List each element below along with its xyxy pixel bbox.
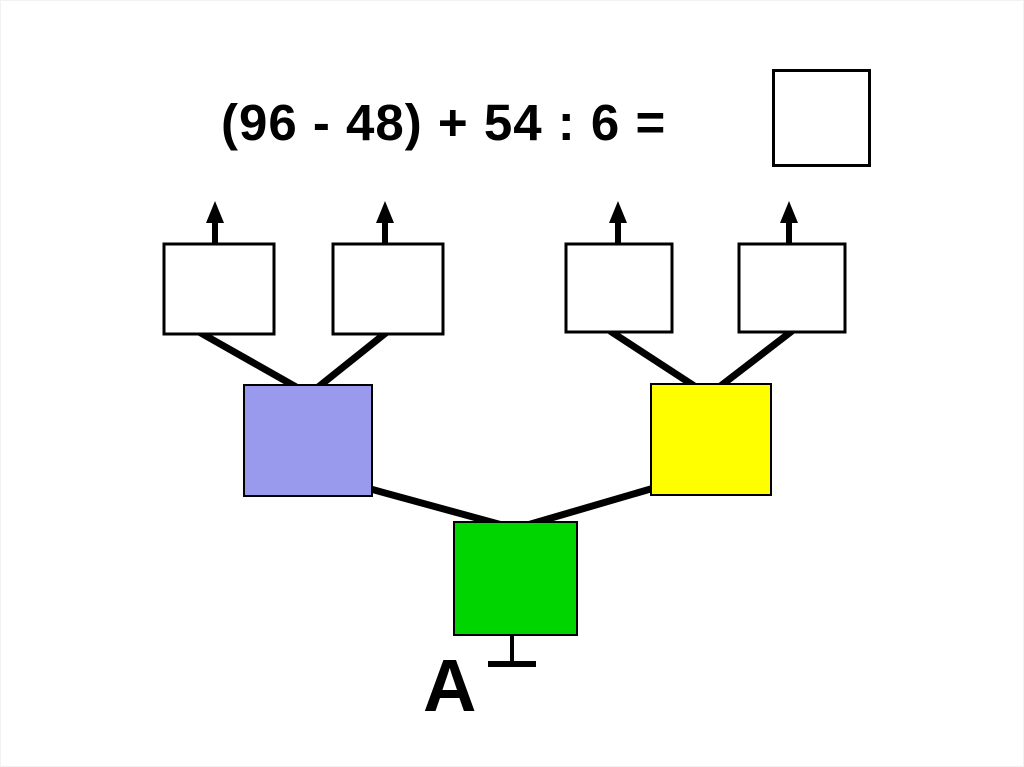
expression-text: (96 - 48) + 54 : 6 = (221, 94, 667, 151)
connector-input4-to-right-box (711, 328, 795, 394)
left-operator-box (243, 384, 373, 497)
result-label: A (423, 644, 477, 727)
arrow-up-icon-3 (609, 201, 627, 245)
input-box-1 (162, 242, 276, 336)
connector-input3-to-right-box (608, 328, 704, 394)
input-box-4 (737, 242, 847, 334)
right-operator-box (650, 383, 772, 496)
arrow-up-icon-2 (376, 201, 394, 245)
input-box-2 (331, 242, 445, 336)
input-box-3 (564, 242, 674, 334)
root-operator-box (453, 521, 578, 636)
arrow-up-icon-4 (780, 201, 798, 245)
output-tick-icon (488, 635, 536, 667)
arrow-up-icon-1 (206, 201, 224, 245)
connector-input2-to-left-box (309, 329, 390, 395)
connector-input1-to-left-box (197, 328, 307, 396)
expression-answer-box (772, 69, 871, 167)
